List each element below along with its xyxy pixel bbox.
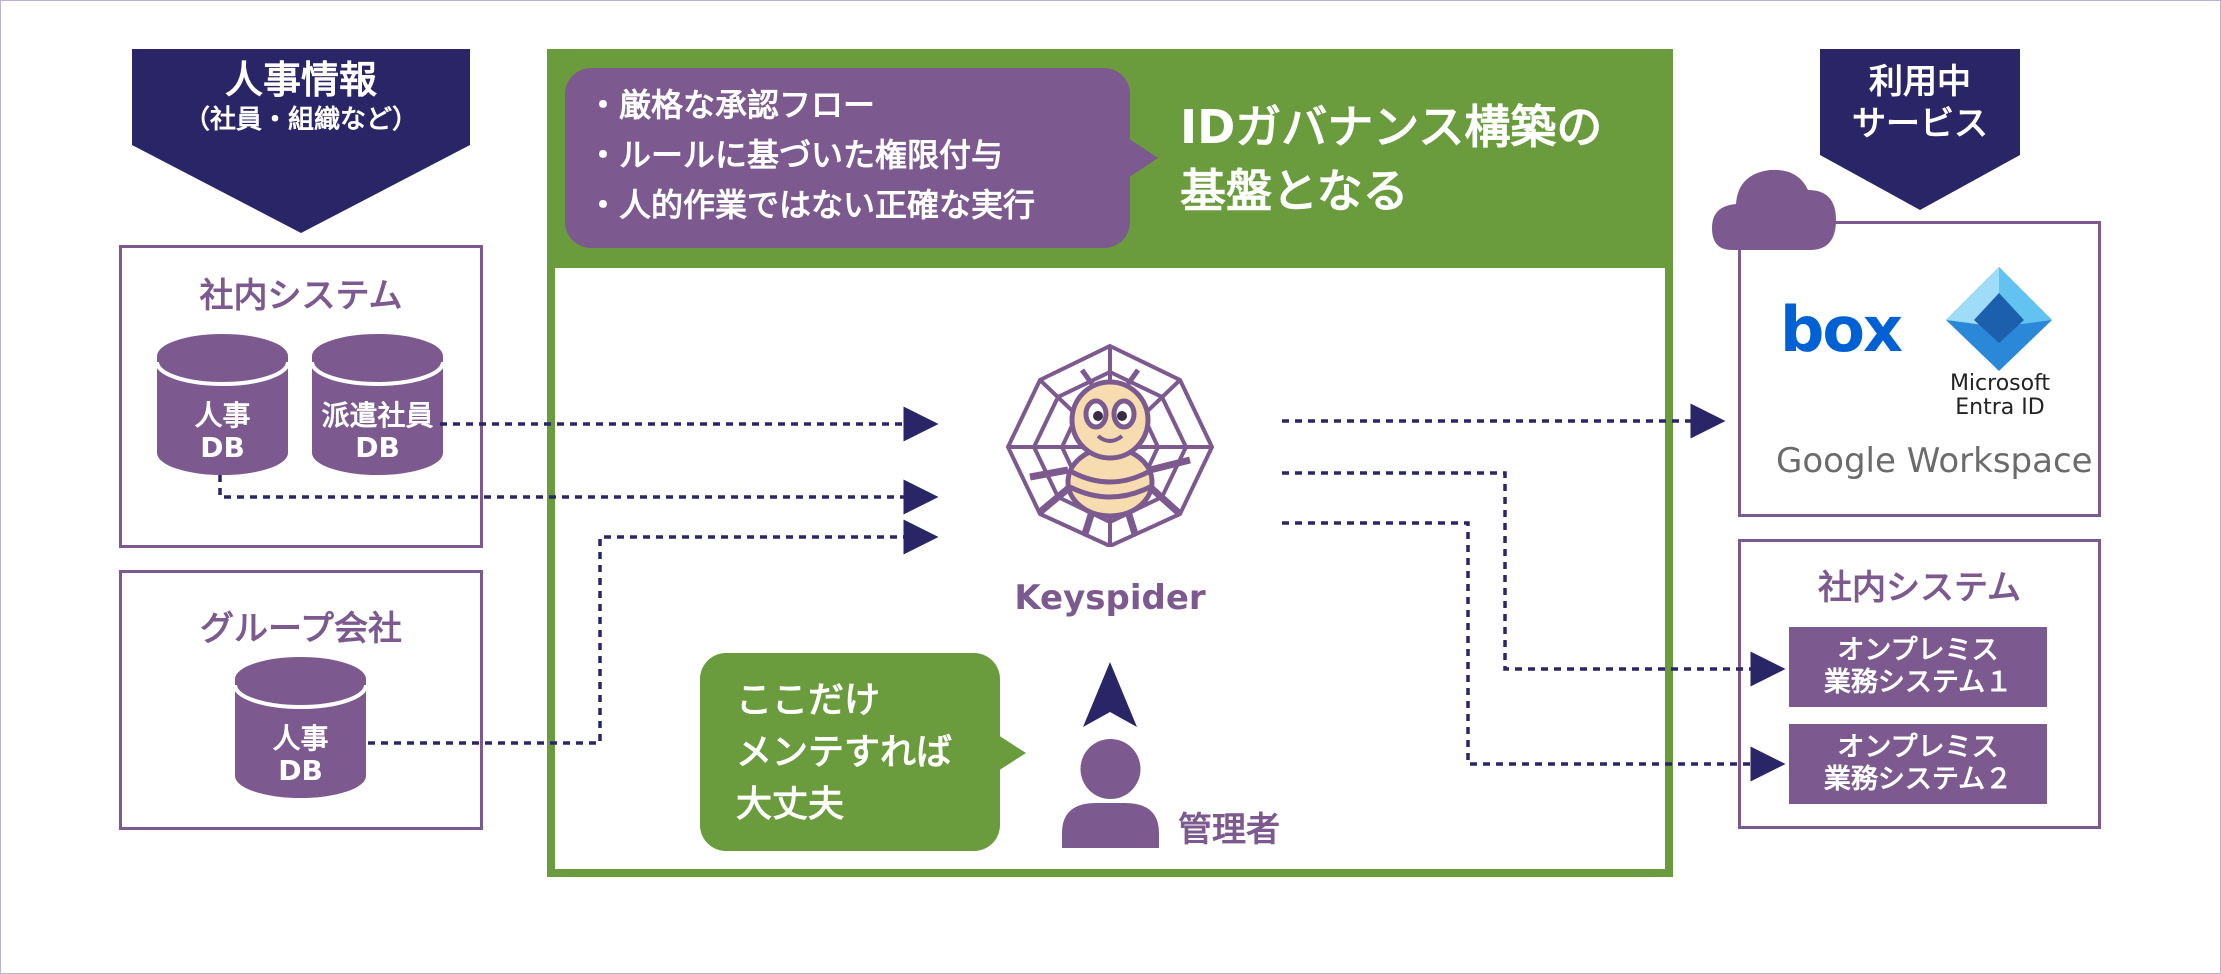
governance-headline: IDガバナンス構築の 基盤となる: [1180, 95, 1602, 223]
hr-db-cylinder: 人事 DB: [155, 332, 290, 477]
onprem-1-line1: オンプレミス: [1837, 635, 1999, 666]
governance-bullets-bubble: ・厳格な承認フロー ・ルールに基づいた権限付与 ・人的作業ではない正確な実行: [565, 68, 1130, 248]
note-bubble-pointer: [998, 735, 1026, 771]
services-tag-line1: 利用中: [1869, 62, 1971, 102]
onprem-system-2: オンプレミス 業務システム２: [1789, 724, 2047, 804]
internal-system-right-title: 社内システム: [1818, 568, 2021, 608]
hr-info-tag: 人事情報 （社員・組織など）: [132, 49, 470, 145]
hr-db-label-line1: 人事: [194, 399, 251, 432]
arrow-hr-db-to-keyspider: [218, 475, 939, 515]
onprem-system-1: オンプレミス 業務システム１: [1789, 627, 2047, 707]
entra-diamond-icon: [1946, 267, 2052, 371]
onprem-1-line2: 業務システム１: [1823, 667, 2013, 698]
temp-staff-db-cylinder: 派遣社員 DB: [310, 332, 445, 477]
cylinder-shape: [310, 334, 445, 475]
microsoft-entra-text: Microsoft Entra ID: [1920, 372, 2080, 420]
cylinder-shape: [233, 657, 368, 798]
services-tag-line2: サービス: [1852, 104, 1988, 144]
cloud-services-box: [1738, 221, 2101, 517]
workspace-text: Workspace: [1906, 441, 2093, 481]
onprem-2-line2: 業務システム２: [1823, 764, 2013, 795]
cloud-icon: [1710, 160, 1840, 255]
note-line3: 大丈夫: [736, 784, 845, 825]
temp-staff-db-label-line2: DB: [355, 431, 400, 464]
microsoft-entra-logo: [1944, 265, 2054, 373]
bullets-bubble-pointer: [1128, 138, 1158, 178]
hr-info-tag-arrow: [132, 145, 470, 233]
person-icon: [1062, 739, 1159, 848]
box-logo: box: [1780, 293, 1903, 366]
arrow-group-db-to-keyspider: [368, 519, 939, 745]
arrow-keyspider-to-onprem-2: [1282, 521, 1786, 782]
bullet-rule-based-grant: ・ルールに基づいた権限付与: [587, 136, 1004, 174]
services-tag-arrow: [1820, 155, 2020, 210]
headline-line2: 基盤となる: [1180, 164, 1409, 218]
hr-info-subtitle: （社員・組織など）: [183, 105, 418, 135]
group-company-title: グループ会社: [200, 609, 402, 649]
temp-staff-db-label-line1: 派遣社員: [321, 399, 434, 432]
cylinder-shape: [155, 334, 290, 475]
google-text: Google: [1776, 441, 1896, 481]
google-workspace-logo: Google Workspace: [1776, 441, 2093, 481]
onprem-2-line1: オンプレミス: [1837, 732, 1999, 763]
group-hr-db-cylinder: 人事 DB: [233, 655, 368, 800]
bullet-approval-flow: ・厳格な承認フロー: [587, 86, 876, 124]
microsoft-text-line2: Entra ID: [1955, 395, 2045, 420]
cloud-icon-shape: [1712, 169, 1836, 250]
admin-person-icon: [1058, 735, 1163, 850]
keyspider-wordmark: Keyspider: [1014, 578, 1206, 618]
spider-web-icon: [1005, 343, 1215, 549]
note-line2: メンテすれば: [736, 732, 953, 773]
hr-db-label-line2: DB: [200, 431, 245, 464]
keyspider-logo: [1000, 342, 1220, 549]
admin-up-arrow-icon: [1083, 662, 1137, 727]
group-hr-db-label-line2: DB: [278, 754, 323, 787]
services-tag: 利用中 サービス: [1820, 49, 2020, 155]
hr-info-title: 人事情報: [224, 58, 377, 102]
bullet-accurate-execution: ・人的作業ではない正確な実行: [587, 186, 1036, 224]
internal-system-left-title: 社内システム: [199, 276, 403, 316]
microsoft-text-line1: Microsoft: [1949, 371, 2051, 396]
note-line1: ここだけ: [736, 680, 881, 721]
maintenance-note-bubble: ここだけ メンテすれば 大丈夫: [700, 653, 1000, 851]
arrow-keyspider-to-onprem-1: [1282, 471, 1786, 687]
admin-label: 管理者: [1178, 810, 1280, 850]
group-hr-db-label-line1: 人事: [272, 722, 329, 755]
headline-line1: IDガバナンス構築の: [1180, 100, 1603, 154]
